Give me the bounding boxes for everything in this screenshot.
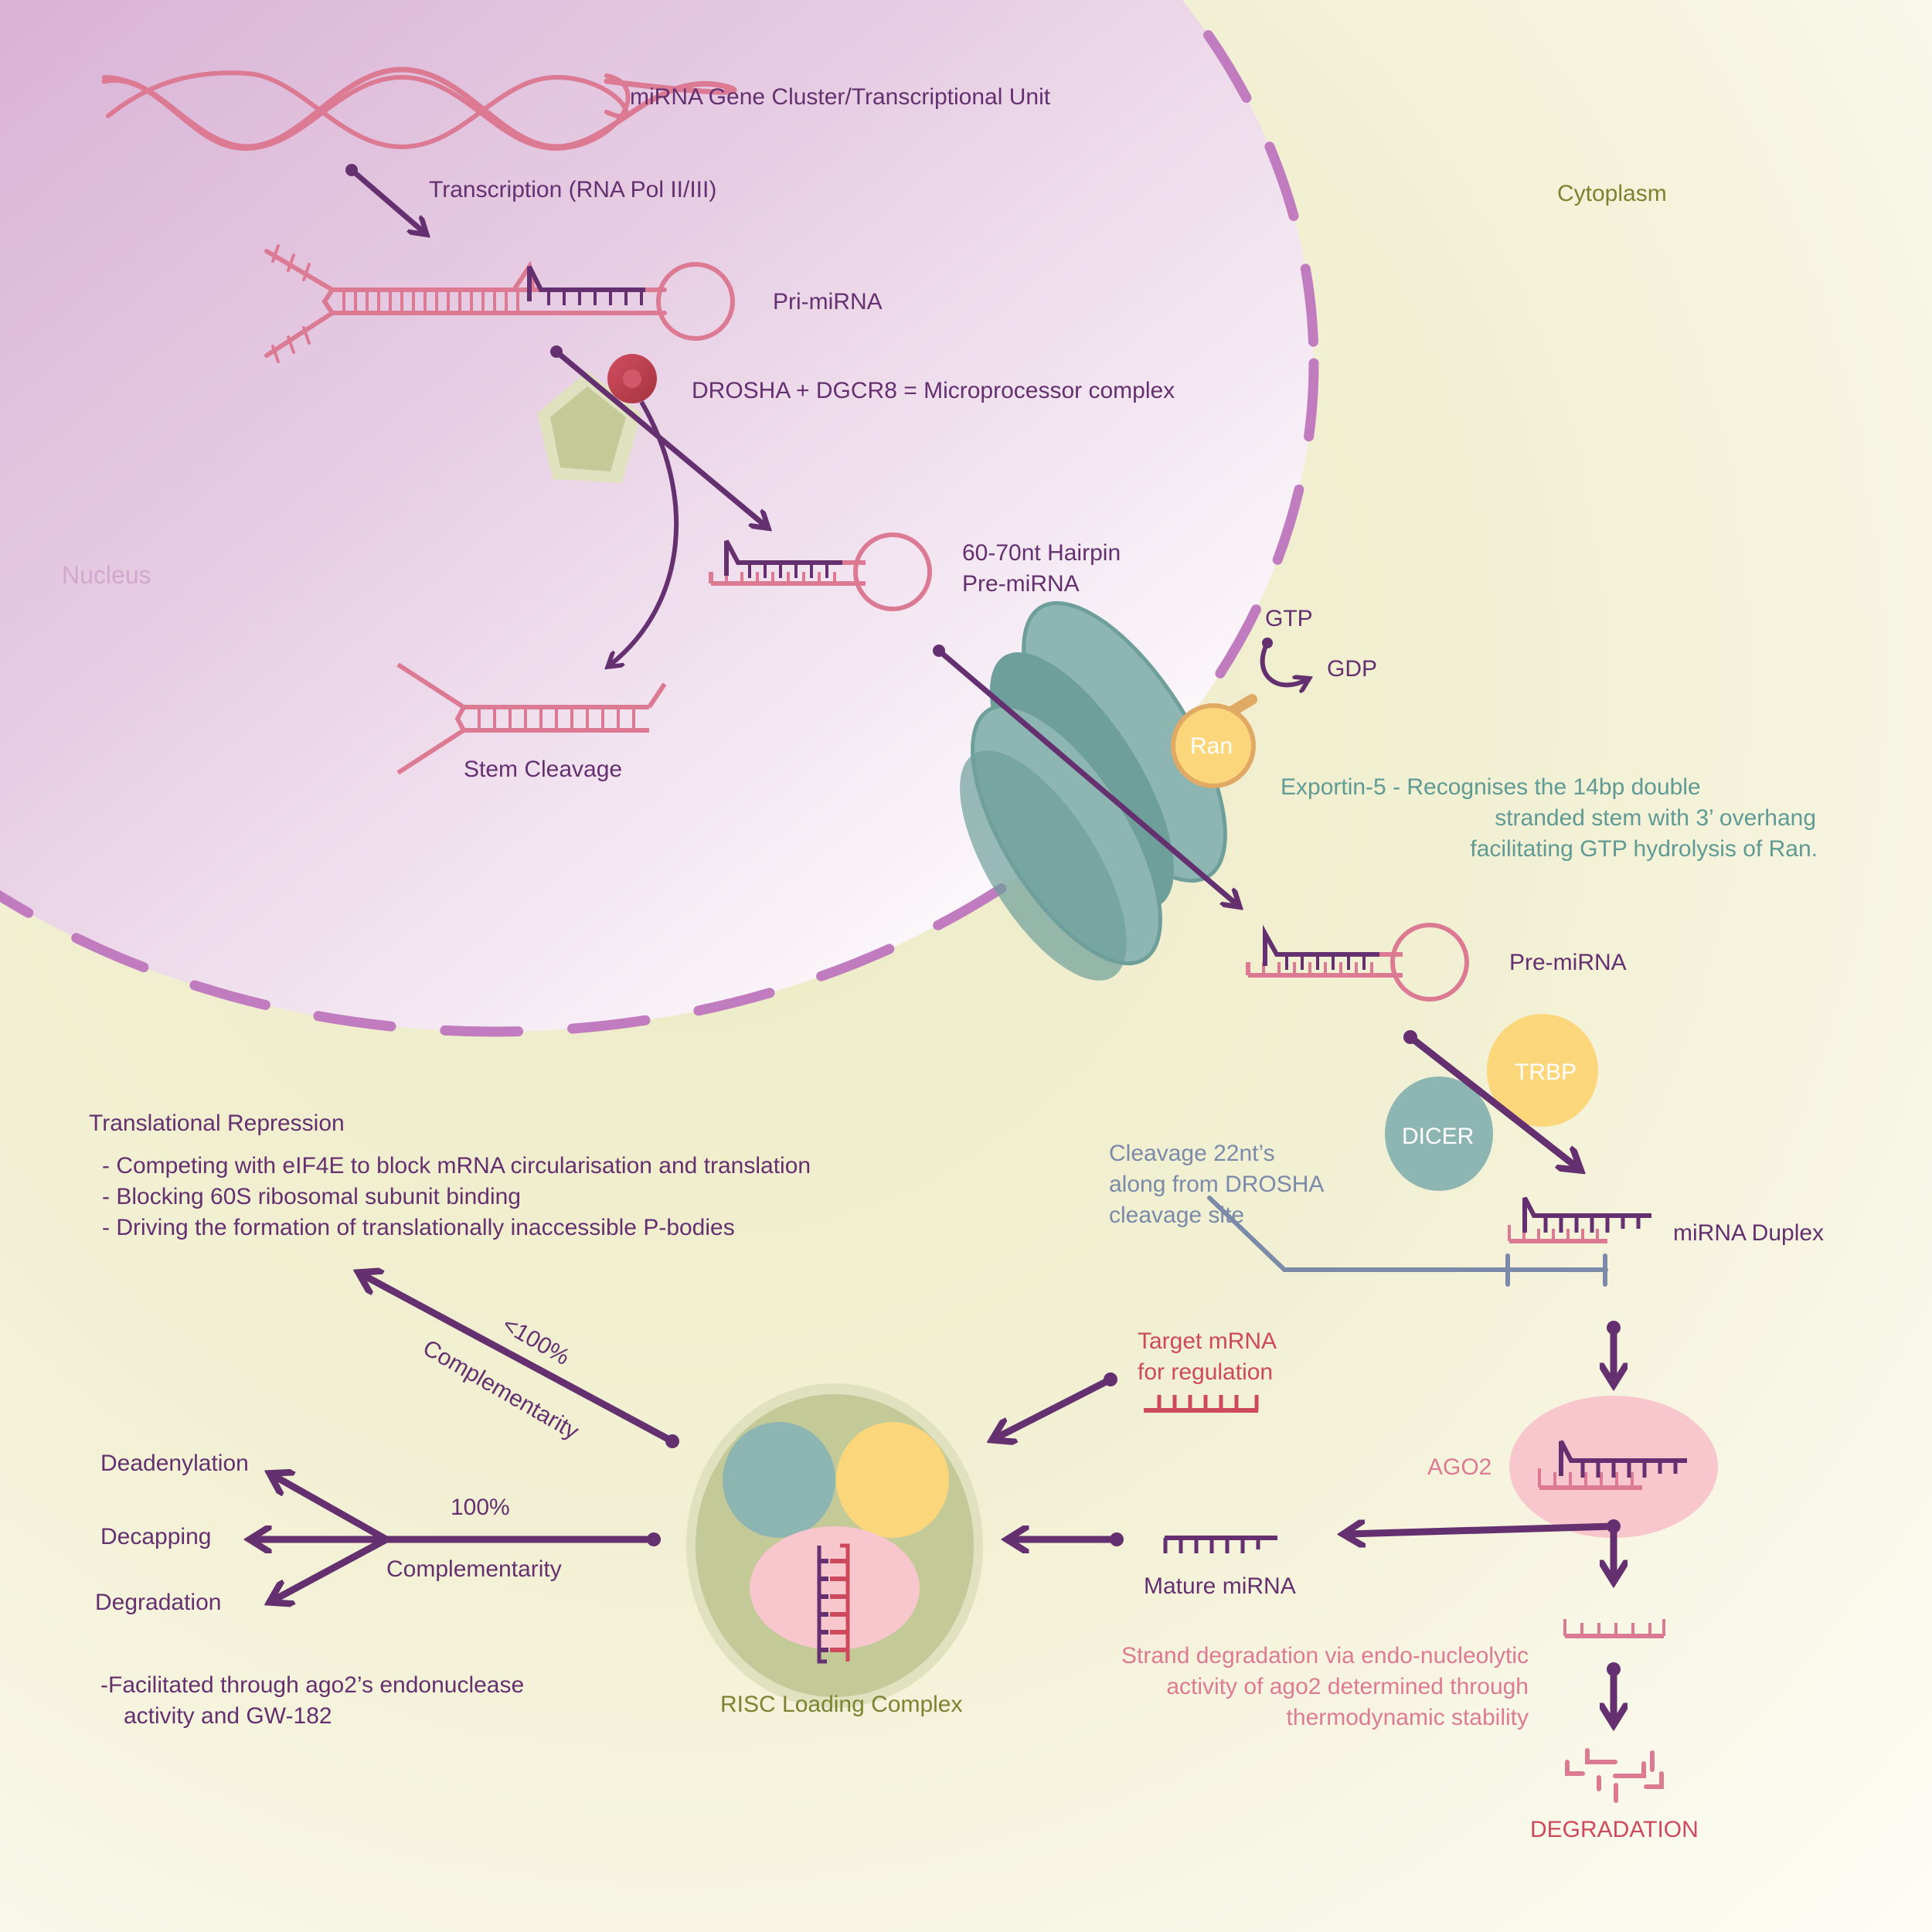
gtp-hydrolysis-arrow (1260, 638, 1306, 685)
pri-mirna-mature-strand (527, 265, 645, 305)
outcome-decapping: Decapping (100, 1524, 211, 1549)
exportin-5-icon (960, 600, 1227, 981)
transcription-arrow (345, 164, 423, 232)
translational-item: - Blocking 60S ribosomal subunit binding (102, 1184, 521, 1209)
target-mrna-label-line2: for regulation (1138, 1359, 1273, 1385)
pre-mirna-cytoplasm-label: Pre-miRNA (1509, 950, 1627, 975)
target-mrna-label-line1: Target mRNA (1138, 1328, 1277, 1354)
cleavage-label-line1: Cleavage 22nt’s (1109, 1141, 1275, 1166)
target-to-risc-arrow (997, 1372, 1117, 1437)
outcome-degradation: Degradation (95, 1590, 221, 1615)
outcome-deadenylation: Deadenylation (100, 1451, 249, 1476)
target-mrna-icon (1144, 1395, 1259, 1413)
cleavage-label-line2: along from DROSHA (1109, 1172, 1324, 1197)
strand-degradation-line2: activity of ago2 determined through (1166, 1674, 1529, 1699)
gtp-label: GTP (1265, 606, 1313, 631)
microprocessor-arrow (550, 345, 765, 665)
mature-mirna-label: Mature miRNA (1144, 1573, 1296, 1599)
trbp-icon (1487, 1014, 1598, 1127)
pri-mirna-label: Pri-miRNA (773, 289, 883, 315)
strand-degradation-line1: Strand degradation via endo-nucleolytic (1121, 1643, 1529, 1668)
risc-loading-complex-icon (686, 1383, 983, 1708)
mature-to-risc-arrow (1012, 1532, 1124, 1546)
stem-cleavage-label: Stem Cleavage (464, 757, 622, 782)
translational-repression-title: Translational Repression (89, 1111, 345, 1136)
exportin-description-line3: facilitating GTP hydrolysis of Ran. (1470, 836, 1818, 862)
microprocessor-label: DROSHA + DGCR8 = Microprocessor complex (692, 378, 1175, 403)
dicer-arrow (1403, 1030, 1577, 1167)
facilitated-line2: activity and GW-182 (124, 1703, 332, 1729)
dicer-icon (1385, 1077, 1493, 1191)
pre-mirna-cytoplasm-mature-strand (1263, 924, 1379, 970)
passenger-strand-icon (1563, 1619, 1665, 1638)
stem-cleavage-icon (396, 662, 667, 775)
exportin-description-line1: Exportin-5 - Recognises the 14bp double (1281, 774, 1701, 800)
cytoplasm-label: Cytoplasm (1557, 181, 1667, 206)
passenger-to-degradation-arrow (1607, 1662, 1621, 1719)
export-arrow (933, 645, 1236, 904)
facilitated-line1: -Facilitated through ago2’s endonuclease (100, 1672, 524, 1698)
gdp-label: GDP (1327, 656, 1377, 682)
cleavage-bracket (1207, 1196, 1608, 1287)
gene-cluster-label: miRNA Gene Cluster/Transcriptional Unit (630, 84, 1051, 110)
duplex-to-ago2-arrow (1607, 1321, 1621, 1379)
ran-icon (1171, 694, 1257, 788)
ago2-duplex-icon (1538, 1440, 1687, 1490)
translational-item: - Competing with eIF4E to block mRNA cir… (102, 1153, 811, 1179)
nucleus-label: Nucleus (62, 561, 151, 589)
risc-label: RISC Loading Complex (720, 1692, 963, 1717)
strand-degradation-line3: thermodynamic stability (1287, 1705, 1529, 1730)
full-complementarity-label: Complementarity (386, 1556, 562, 1582)
transcription-label: Transcription (RNA Pol II/III) (429, 177, 716, 202)
trbp-label: TRBP (1515, 1060, 1577, 1085)
nuclear-membrane (0, 0, 1319, 1037)
full-complementarity-arrows (255, 1476, 661, 1600)
hairpin-label-line1: 60-70nt Hairpin (962, 540, 1121, 566)
mature-mirna-icon (1163, 1536, 1277, 1553)
partial-complementarity-arrow (363, 1275, 679, 1448)
pre-mirna-mature-strand (724, 539, 842, 578)
ago2-label: AGO2 (1427, 1454, 1492, 1480)
dicer-label: DICER (1402, 1124, 1474, 1149)
ran-label: Ran (1190, 733, 1233, 759)
cleavage-label-line3: cleavage site (1109, 1202, 1244, 1228)
pre-mirna-cytoplasm-icon (1246, 923, 1469, 1002)
pre-mirna-hairpin-icon (709, 532, 932, 611)
hairpin-label-line2: Pre-miRNA (962, 571, 1080, 597)
degradation-final-label: DEGRADATION (1530, 1817, 1699, 1842)
mirna-duplex-label: miRNA Duplex (1673, 1220, 1824, 1246)
full-pct-label: 100% (451, 1495, 510, 1520)
exportin-description-line2: stranded stem with 3’ overhang (1495, 805, 1816, 831)
degraded-fragments-icon (1565, 1748, 1664, 1803)
translational-item: - Driving the formation of translational… (102, 1215, 735, 1240)
dna-helix-icon (101, 66, 737, 151)
mirna-duplex-icon (1508, 1196, 1651, 1243)
